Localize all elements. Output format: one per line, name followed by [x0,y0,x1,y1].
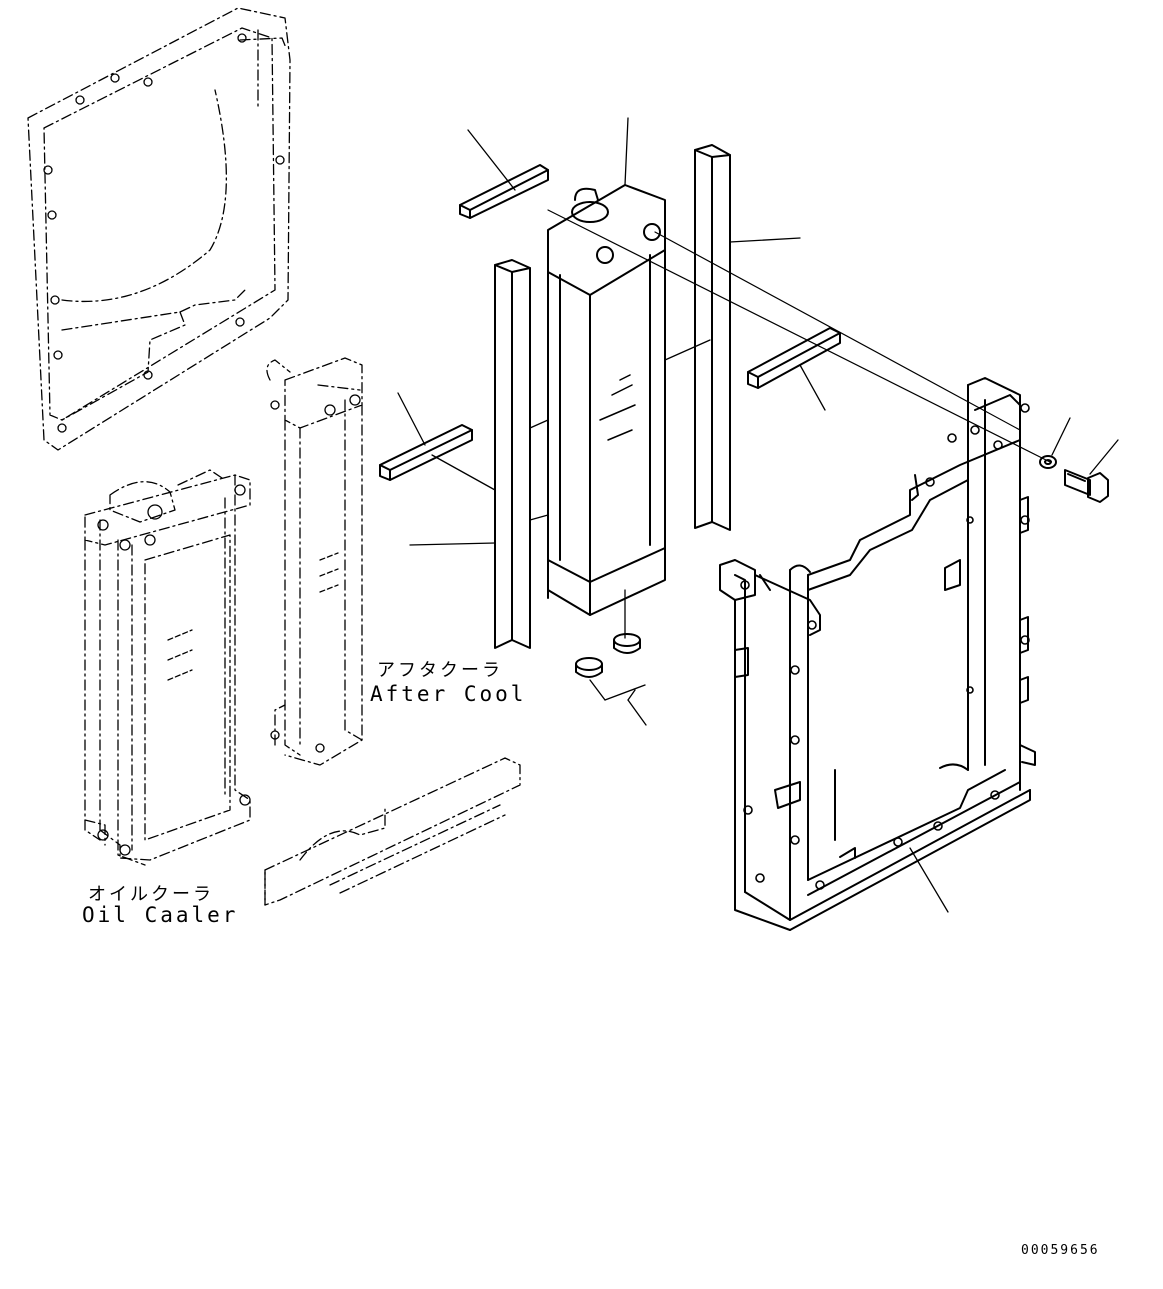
radiator-core-marks [599,374,636,441]
radiator-frame [719,377,1036,931]
oil-cooler-bolt-holes [97,484,251,856]
frame-bolt-holes [740,403,1030,890]
oil-cooler-core-marks [167,629,193,681]
seal-bar-mid-left [379,424,473,481]
aftercooler-core-marks [319,552,339,593]
lower-cover-phantom [264,757,521,906]
oilcooler-label-en: Oil Caaler [82,903,239,927]
fan-shroud-phantom [27,7,291,451]
leader-lines [397,117,1119,913]
hex-bolt [1064,469,1109,503]
radiator-core [547,184,666,616]
shroud-bolt-holes [43,33,285,433]
aftercooler-bolt-holes [270,394,361,753]
oil-cooler-phantom [84,469,251,866]
aftercooler-label-jp: アフタクーラ [377,660,503,681]
washer [1039,455,1057,469]
oilcooler-label-jp: オイルクーラ [88,884,214,905]
assembly-center-line [547,209,1051,463]
aftercooler-phantom [266,357,363,766]
seal-bar-right [747,327,841,389]
drawing-code: 00059656 [1021,1243,1100,1258]
seal-strip-right [694,144,731,531]
seal-bar-top-left [459,164,549,219]
drain-plugs [575,633,641,678]
aftercooler-label-en: After Cool [370,682,527,706]
seal-strip-left [494,259,531,649]
